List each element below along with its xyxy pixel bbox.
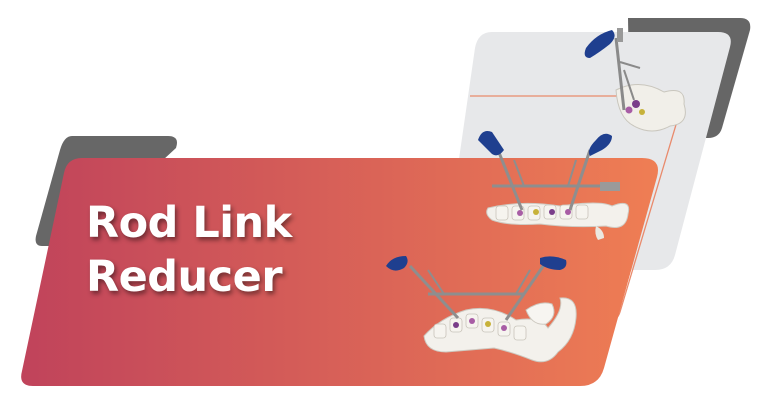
spine-model-top-icon — [584, 28, 686, 132]
title-line-1: Rod Link — [86, 198, 292, 248]
page-title: Rod Link Reducer — [86, 196, 292, 304]
title-line-2: Reducer — [86, 252, 283, 302]
spine-model-bottom-icon — [386, 256, 577, 363]
spine-model-middle-icon — [478, 131, 630, 240]
